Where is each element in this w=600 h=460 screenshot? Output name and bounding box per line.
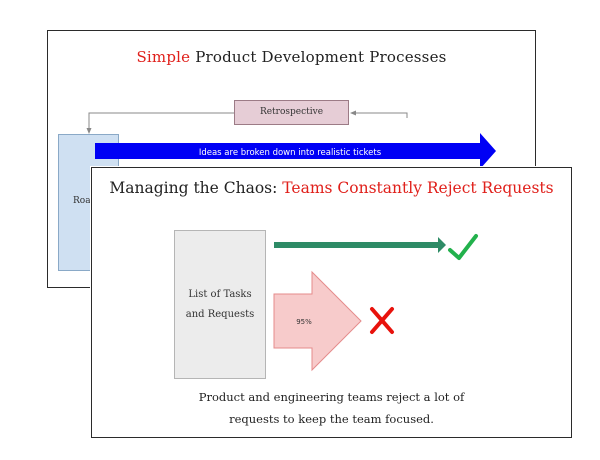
caption-line-1: Product and engineering teams reject a l… (198, 390, 465, 404)
back-slide-title: Simple Product Development Processes (48, 48, 535, 66)
reject-percent: 95% (296, 318, 312, 326)
back-flow-connectors (86, 110, 408, 134)
connector-left-arrowhead (86, 128, 92, 134)
front-slide-title: Managing the Chaos: Teams Constantly Rej… (92, 179, 571, 197)
back-title-rest: Product Development Processes (190, 48, 447, 66)
tasks-box: List of Tasks and Requests (174, 230, 266, 379)
connector-right-arrowhead (350, 110, 356, 116)
connector-left (88, 112, 234, 132)
blue-arrow-label: Ideas are broken down into realistic tic… (199, 148, 382, 158)
tasks-label: List of Tasks and Requests (185, 288, 255, 320)
green-arrow-shaft (274, 242, 438, 248)
retrospective-box: Retrospective (234, 100, 349, 125)
check-icon (448, 234, 478, 260)
blue-arrow (95, 133, 496, 169)
front-title-accent: Teams Constantly Reject Requests (282, 179, 554, 197)
blue-arrow-layer: Ideas are broken down into realistic tic… (95, 133, 496, 169)
front-slide: Managing the Chaos: Teams Constantly Rej… (91, 167, 572, 438)
front-title-main: Managing the Chaos: (109, 179, 283, 197)
back-title-accent: Simple (136, 48, 191, 66)
caption: Product and engineering teams reject a l… (92, 386, 571, 430)
front-diagram: 95% (273, 234, 478, 372)
green-arrow-head (438, 237, 446, 253)
connector-right (352, 112, 408, 118)
caption-line-2: requests to keep the team focused. (229, 412, 434, 426)
reject-arrow (273, 270, 362, 372)
x-icon (370, 307, 394, 334)
